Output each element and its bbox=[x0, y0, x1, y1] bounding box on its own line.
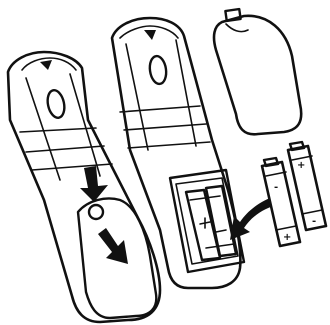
battery-1-minus: - bbox=[274, 182, 278, 193]
battery-cover-removed bbox=[214, 9, 301, 134]
loose-batteries: + - + - bbox=[262, 142, 326, 246]
battery-2-plus: + bbox=[297, 160, 305, 171]
battery-1-plus: + bbox=[283, 232, 291, 243]
cover-tab bbox=[225, 9, 240, 21]
battery-2-minus: - bbox=[312, 216, 316, 227]
